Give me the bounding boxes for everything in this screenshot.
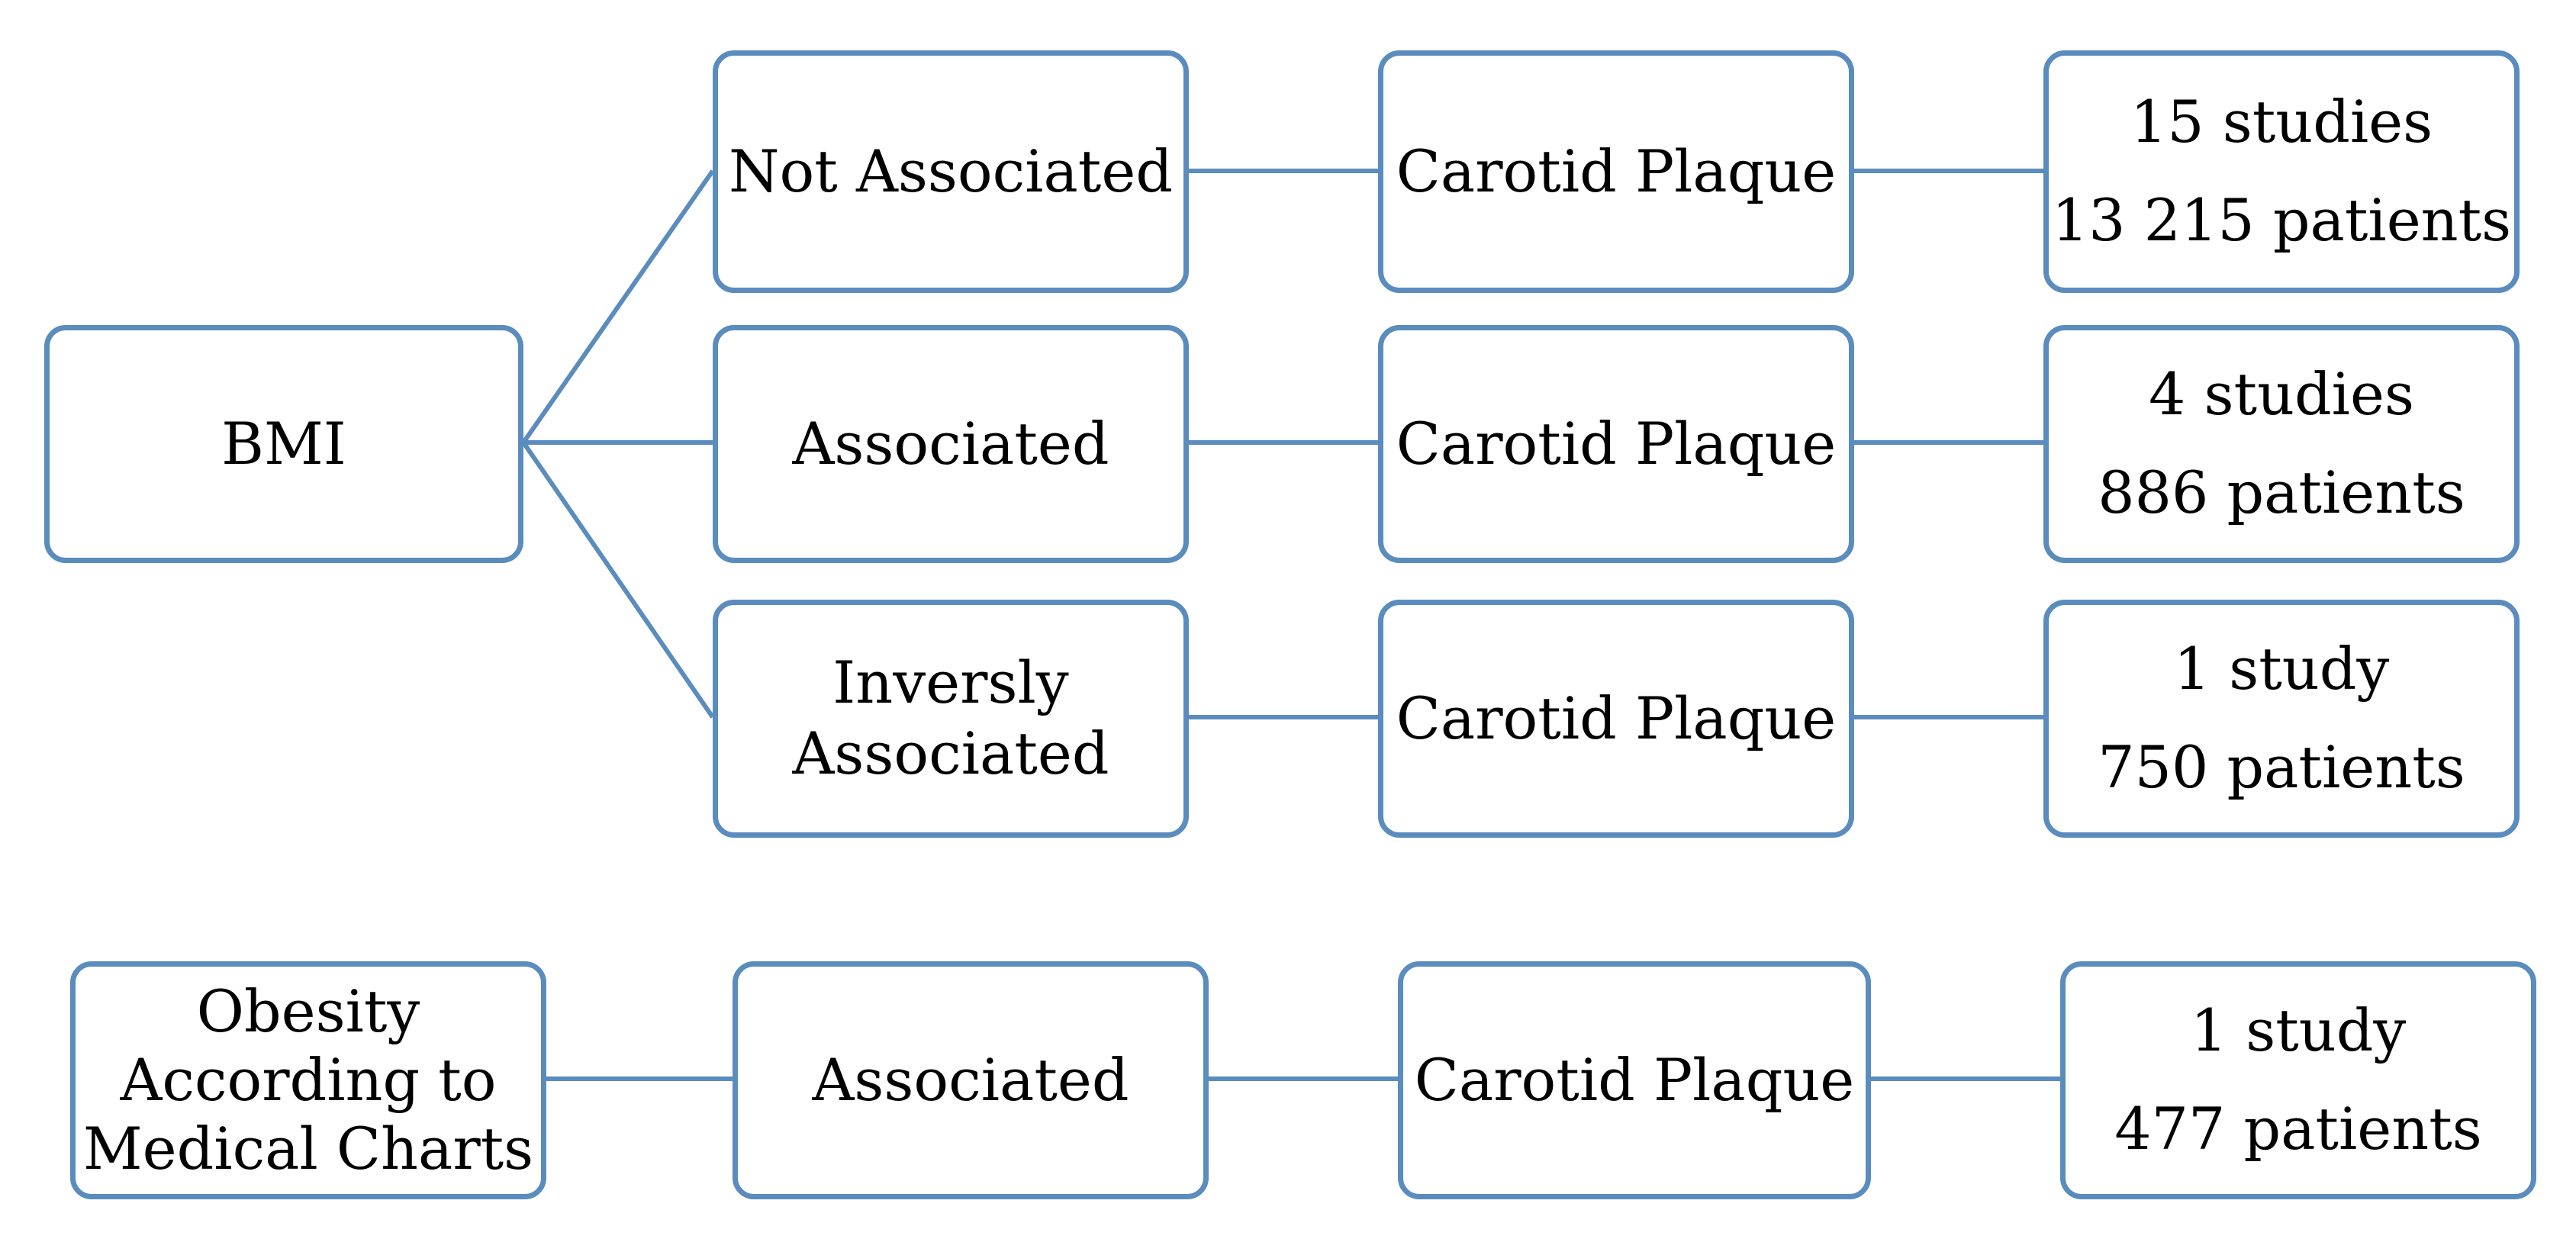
carotid-plaque-label: Carotid Plaque: [1414, 1045, 1855, 1114]
carotid-plaque-label: Carotid Plaque: [1396, 409, 1837, 478]
bmi-label: BMI: [221, 409, 346, 478]
inversly-associated-label-line2: Associated: [792, 719, 1109, 787]
studies-count: 1 study: [2190, 996, 2407, 1065]
carotid-plaque-box-row3: Carotid Plaque: [1378, 600, 1854, 838]
carotid-plaque-box-row2: Carotid Plaque: [1378, 325, 1854, 563]
not-associated-box: Not Associated: [713, 50, 1189, 293]
not-associated-label: Not Associated: [729, 137, 1173, 205]
bmi-box: BMI: [44, 325, 523, 563]
studies-count: 1 study: [2173, 635, 2390, 703]
inversly-associated-box: Inversly Associated: [713, 600, 1189, 838]
stats-box-obesity: 1 study 477 patients: [2060, 961, 2536, 1199]
stats-box-row1: 15 studies 13 215 patients: [2043, 50, 2520, 293]
obesity-label-line2: According to: [120, 1046, 497, 1115]
stats-box-row3: 1 study 750 patients: [2043, 600, 2520, 838]
obesity-label-line1: Obesity: [196, 977, 420, 1046]
associated-label: Associated: [792, 409, 1109, 478]
patients-count: 477 patients: [2114, 1095, 2482, 1163]
carotid-plaque-label: Carotid Plaque: [1396, 684, 1837, 752]
patients-count: 886 patients: [2098, 459, 2465, 526]
inversly-associated-label-line1: Inversly: [832, 648, 1069, 717]
connector-bmi-not-associated: [521, 169, 715, 444]
carotid-plaque-label: Carotid Plaque: [1396, 137, 1837, 205]
associated-box: Associated: [713, 325, 1189, 563]
patients-count: 13 215 patients: [2051, 186, 2512, 254]
studies-count: 4 studies: [2149, 360, 2414, 429]
obesity-label-line3: Medical Charts: [82, 1114, 534, 1183]
connector-bmi-inversly-associated: [521, 441, 715, 719]
patients-count: 750 patients: [2098, 733, 2465, 801]
studies-count: 15 studies: [2130, 88, 2433, 156]
associated-label: Associated: [812, 1045, 1129, 1114]
obesity-associated-box: Associated: [733, 961, 1209, 1199]
carotid-plaque-box-row1: Carotid Plaque: [1378, 50, 1854, 293]
stats-box-row2: 4 studies 886 patients: [2043, 325, 2520, 563]
obesity-box: Obesity According to Medical Charts: [70, 961, 546, 1199]
carotid-plaque-box-obesity: Carotid Plaque: [1398, 961, 1871, 1199]
